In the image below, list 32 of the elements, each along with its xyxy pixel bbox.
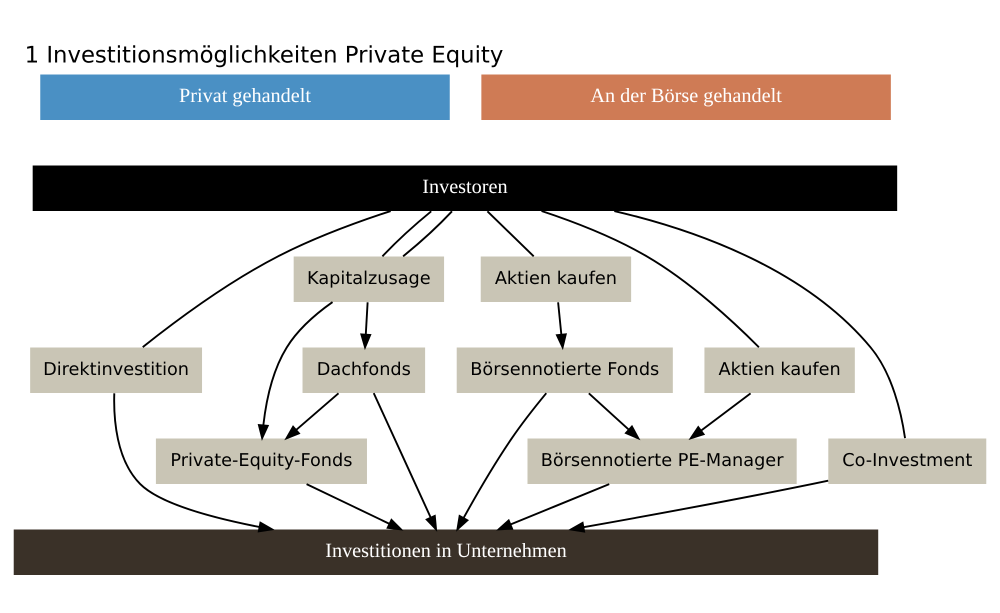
node-box: Investitionen in Unternehmen [14, 528, 878, 574]
diagram-title: 1 Investitionsmöglichkeiten Private Equity [24, 42, 504, 68]
arrow [360, 302, 372, 350]
node-box: Dachfonds [302, 346, 426, 392]
arrow [556, 302, 567, 350]
node-box: Börsennotierte Fonds [456, 346, 673, 392]
node-box: Co-Investment [828, 438, 986, 484]
arrow [688, 392, 752, 440]
arrow [568, 479, 828, 532]
connector [486, 210, 534, 256]
node-box: An der Börse gehandelt [481, 74, 891, 120]
connector [142, 210, 391, 348]
connector [402, 210, 453, 257]
node-box: Aktien kaufen [704, 346, 855, 392]
connector [614, 210, 906, 438]
node-box: Kapitalzusage [294, 256, 444, 302]
node-box: Investoren [32, 164, 898, 210]
arrow [456, 392, 547, 532]
arrow [258, 300, 334, 440]
connector [541, 210, 760, 348]
node-box: Börsennotierte PE-Manager [528, 438, 797, 484]
node-box: Privat gehandelt [40, 74, 450, 120]
node-box: Direktinvestition [30, 346, 202, 392]
arrow [284, 392, 340, 440]
arrow [113, 392, 275, 532]
connector [382, 210, 432, 256]
node-box: Private-Equity-Fonds [156, 438, 367, 484]
arrow [496, 482, 610, 530]
arrow [306, 482, 404, 530]
node-box: Aktien kaufen [480, 256, 632, 302]
arrow [372, 392, 438, 532]
arrow [588, 392, 640, 440]
